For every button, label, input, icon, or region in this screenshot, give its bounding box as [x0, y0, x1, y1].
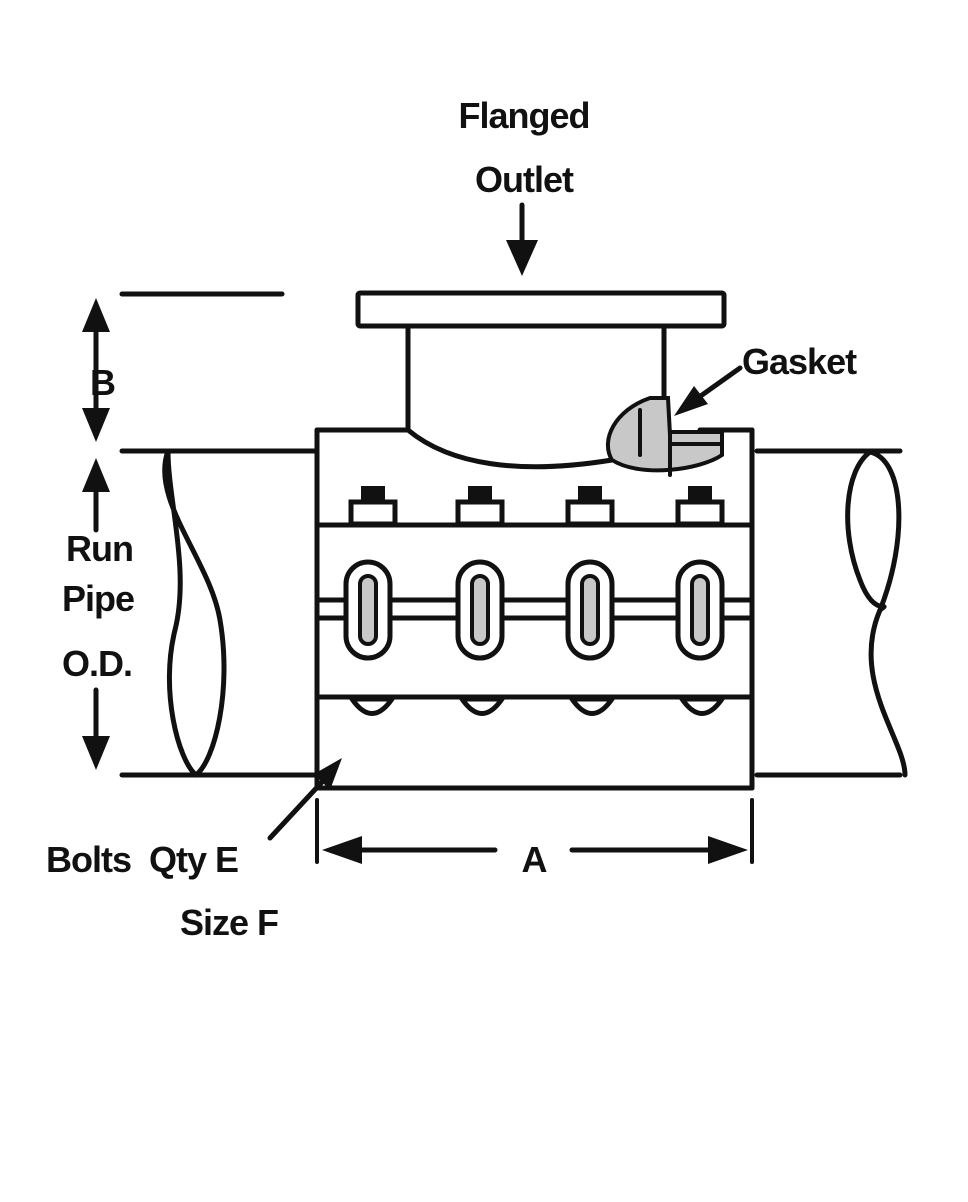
- nut-4: [675, 486, 725, 527]
- bottom-bolt-heads: [347, 696, 727, 716]
- od-arrow-up: [82, 458, 110, 492]
- labels: Flanged Outlet Gasket B Run Pipe O.D. Bo…: [46, 95, 858, 943]
- bolt-lug-1: [343, 559, 393, 661]
- a-arrow-left: [322, 836, 362, 864]
- label-run: Run: [66, 528, 133, 569]
- dimension-od: [82, 458, 110, 770]
- label-gasket: Gasket: [742, 341, 857, 382]
- bolt-head-3: [567, 696, 617, 716]
- dimension-b: [82, 291, 285, 442]
- bolt-lugs: [343, 559, 725, 661]
- label-a: A: [522, 839, 548, 880]
- bolt-lug-2: [455, 559, 505, 661]
- label-b: B: [90, 362, 115, 403]
- label-bolts-qty: Bolts Qty E: [46, 839, 238, 880]
- run-pipe: [119, 448, 908, 778]
- outlet-arrow: [506, 240, 538, 276]
- gasket: [605, 396, 724, 477]
- outlet-flange: [355, 290, 727, 329]
- nut-1: [348, 486, 398, 527]
- top-nuts: [348, 486, 725, 527]
- outlet-saddle-curve: [405, 427, 615, 470]
- dimension-a: [315, 798, 754, 864]
- a-arrow-right: [708, 836, 748, 864]
- bolt-head-1: [347, 696, 397, 716]
- label-size: Size F: [180, 902, 278, 943]
- label-pipe: Pipe: [62, 578, 134, 619]
- bolt-lug-4: [675, 559, 725, 661]
- label-outlet: Outlet: [475, 159, 574, 200]
- bolt-head-2: [457, 696, 507, 716]
- leader-arrows: [267, 202, 743, 841]
- label-flanged: Flanged: [458, 95, 589, 136]
- b-arrow-up: [82, 298, 110, 332]
- b-arrow-down: [82, 408, 110, 442]
- od-arrow-down: [82, 736, 110, 770]
- right-pipe-break: [845, 449, 908, 778]
- label-od: O.D.: [62, 643, 132, 684]
- flanged-outlet: [355, 290, 727, 470]
- bolt-head-4: [677, 696, 727, 716]
- nut-3: [565, 486, 615, 527]
- bolt-lug-3: [565, 559, 615, 661]
- gasket-arrow: [674, 386, 708, 416]
- left-pipe-break: [162, 448, 227, 778]
- bolts-arrow: [314, 758, 342, 790]
- nut-2: [455, 486, 505, 527]
